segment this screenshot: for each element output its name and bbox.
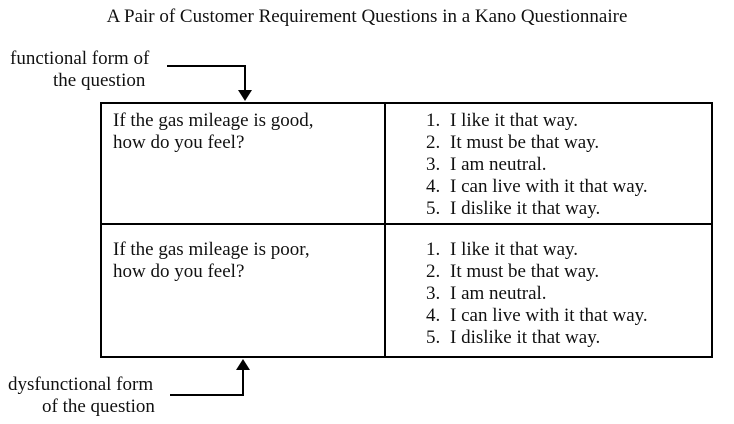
option-number: 4. bbox=[426, 176, 441, 197]
option-item: 1. I like it that way. bbox=[426, 110, 707, 132]
functional-question-cell: If the gas mileage is good, how do you f… bbox=[102, 104, 386, 225]
option-text: I like it that way. bbox=[450, 239, 579, 260]
functional-connector-vertical-line bbox=[244, 65, 246, 91]
functional-form-label-line2: the question bbox=[53, 70, 146, 91]
option-text: I can live with it that way. bbox=[450, 305, 648, 326]
option-text: I like it that way. bbox=[450, 110, 579, 131]
option-item: 3. I am neutral. bbox=[426, 283, 707, 305]
questionnaire-table: If the gas mileage is good, how do you f… bbox=[100, 102, 713, 358]
figure-title: A Pair of Customer Requirement Questions… bbox=[106, 6, 628, 27]
option-text: I am neutral. bbox=[450, 154, 547, 175]
option-text: It must be that way. bbox=[450, 261, 600, 282]
option-item: 1. I like it that way. bbox=[426, 239, 707, 261]
option-number: 5. bbox=[426, 198, 441, 219]
dysfunctional-question-cell: If the gas mileage is poor, how do you f… bbox=[102, 225, 386, 356]
option-item: 3. I am neutral. bbox=[426, 154, 707, 176]
arrow-down-icon bbox=[238, 90, 252, 101]
functional-options-cell: 1. I like it that way. 2. It must be tha… bbox=[386, 104, 711, 225]
option-text: I dislike it that way. bbox=[450, 327, 601, 348]
option-number: 5. bbox=[426, 327, 441, 348]
option-number: 2. bbox=[426, 132, 441, 153]
functional-form-label-line1: functional form of bbox=[10, 48, 150, 69]
dysfunctional-options-cell: 1. I like it that way. 2. It must be tha… bbox=[386, 225, 711, 356]
option-number: 1. bbox=[426, 110, 441, 131]
arrow-up-icon bbox=[236, 359, 250, 370]
option-item: 5. I dislike it that way. bbox=[426, 198, 707, 220]
dysfunctional-form-label-line1: dysfunctional form bbox=[8, 374, 154, 395]
dysfunctional-form-label-line2: of the question bbox=[42, 396, 155, 417]
functional-connector-horizontal-line bbox=[167, 65, 246, 67]
option-text: I dislike it that way. bbox=[450, 198, 601, 219]
option-number: 3. bbox=[426, 283, 441, 304]
option-text: I am neutral. bbox=[450, 283, 547, 304]
option-number: 3. bbox=[426, 154, 441, 175]
option-number: 1. bbox=[426, 239, 441, 260]
option-number: 2. bbox=[426, 261, 441, 282]
option-number: 4. bbox=[426, 305, 441, 326]
dysfunctional-connector-vertical-line bbox=[242, 369, 244, 396]
option-item: 2. It must be that way. bbox=[426, 132, 707, 154]
option-text: I can live with it that way. bbox=[450, 176, 648, 197]
option-item: 4. I can live with it that way. bbox=[426, 176, 707, 198]
option-item: 2. It must be that way. bbox=[426, 261, 707, 283]
option-text: It must be that way. bbox=[450, 132, 600, 153]
dysfunctional-connector-horizontal-line bbox=[170, 394, 244, 396]
option-item: 4. I can live with it that way. bbox=[426, 305, 707, 327]
option-item: 5. I dislike it that way. bbox=[426, 327, 707, 349]
